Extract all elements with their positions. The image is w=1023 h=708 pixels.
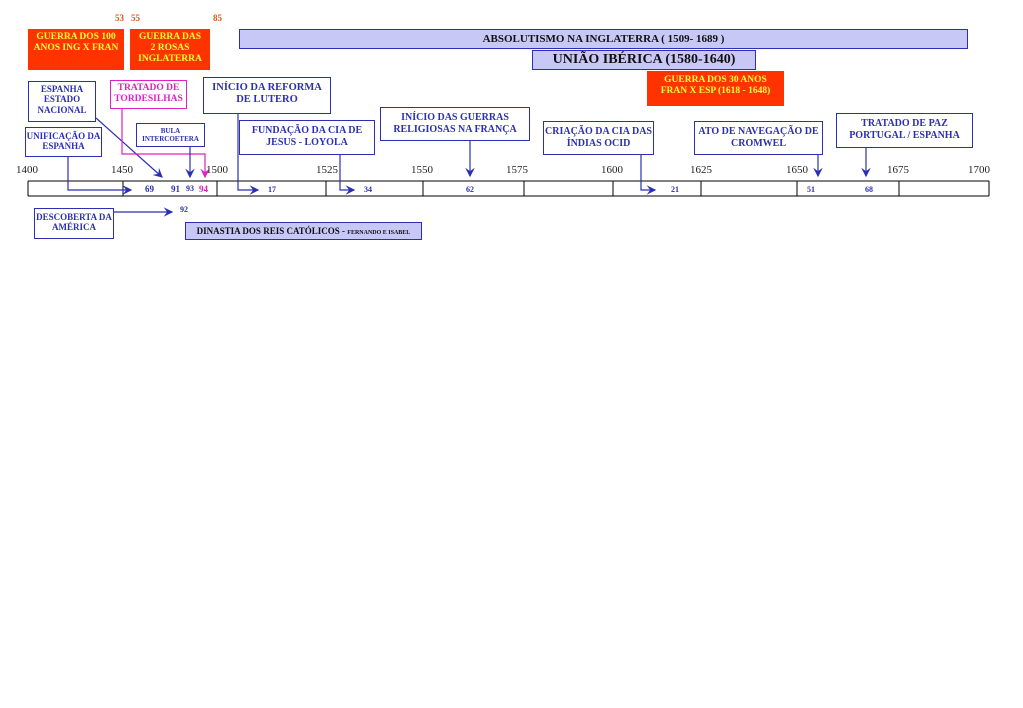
guerra-100-anos-box: GUERRA DOS 100 ANOS ING X FRAN [28,29,124,70]
top-number-85: 85 [213,13,222,23]
marker-93: 93 [186,184,194,193]
top-number-55: 55 [131,13,140,23]
year-1550: 1550 [411,164,433,176]
cia-jesus-box: FUNDAÇÃO DA CIA DE JESUS - LOYOLA [239,120,375,155]
ato-navegacao-box: ATO DE NAVEGAÇÃO DE CROMWEL [694,121,823,155]
guerra-30-anos-box: GUERRA DOS 30 ANOS FRAN X ESP (1618 - 16… [647,71,784,106]
marker-94: 94 [199,184,208,194]
year-1400: 1400 [16,164,38,176]
descoberta-america-box: DESCOBERTA DA AMÉRICA [34,208,114,239]
marker-34: 34 [364,185,372,194]
dinastia-small-label: FERNANDO E ISABEL [347,230,411,236]
uniao-iberica-bar: UNIÃO IBÉRICA (1580-1640) [532,50,756,70]
year-1450: 1450 [111,164,133,176]
marker-91: 91 [171,184,180,194]
absolutismo-bar: ABSOLUTISMO NA INGLATERRA ( 1509- 1689 ) [239,29,968,49]
dinastia-label: DINASTIA DOS REIS CATÓLICOS - [196,226,348,236]
tordesilhas-box: TRATADO DE TORDESILHAS [110,80,187,109]
marker-51: 51 [807,185,815,194]
marker-92: 92 [180,205,188,214]
tratado-paz-box: TRATADO DE PAZ PORTUGAL / ESPANHA [836,113,973,148]
bula-intercoetera-box: BULA INTERCOETERA [136,123,205,147]
year-1575: 1575 [506,164,528,176]
top-number-53: 53 [115,13,124,23]
arrow-reforma [237,114,260,195]
marker-68: 68 [865,185,873,194]
year-1625: 1625 [690,164,712,176]
guerras-religiosas-box: INÍCIO DAS GUERRAS RELIGIOSAS NA FRANÇA [380,107,530,141]
year-1650: 1650 [786,164,808,176]
year-1675: 1675 [887,164,909,176]
marker-69: 69 [145,184,154,194]
marker-62: 62 [466,185,474,194]
arrow-unificacao [67,157,133,195]
axis-ticks [27,181,990,196]
arrow-espanha-estado [95,117,163,178]
espanha-estado-box: ESPANHA ESTADO NACIONAL [28,81,96,122]
arrow-tordesilhas [121,104,210,179]
cia-indias-box: CRIAÇÃO DA CIA DAS ÍNDIAS OCID [543,121,654,155]
marker-21: 21 [671,185,679,194]
reforma-lutero-box: INÍCIO DA REFORMA DE LUTERO [203,77,331,114]
year-1600: 1600 [601,164,623,176]
arrow-cia-jesus [339,155,356,195]
arrow-cia-indias [640,155,657,195]
year-1500: 1500 [206,164,228,176]
unificacao-box: UNIFICAÇÃO DA ESPANHA [25,127,102,157]
year-1525: 1525 [316,164,338,176]
marker-17: 17 [268,185,276,194]
dinastia-bar: DINASTIA DOS REIS CATÓLICOS - FERNANDO E… [185,222,422,240]
guerra-das-rosas-box: GUERRA DAS 2 ROSAS INGLATERRA [130,29,210,70]
year-1700: 1700 [968,164,990,176]
